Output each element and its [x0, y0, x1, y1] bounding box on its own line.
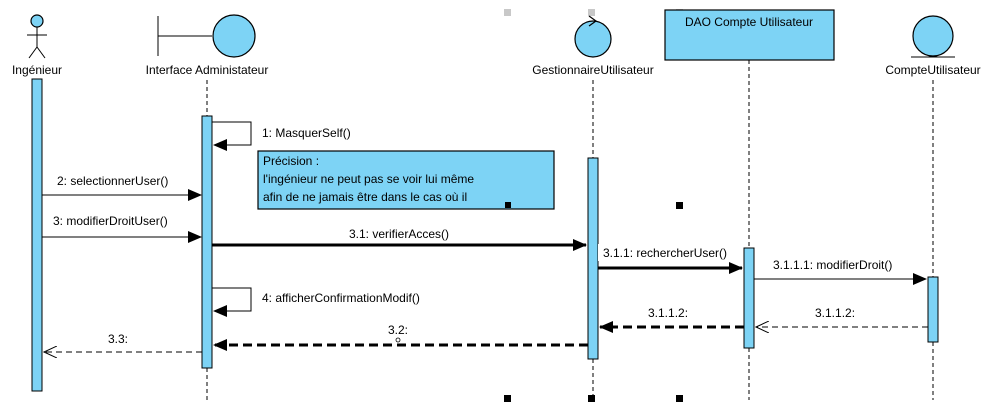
message-label: 3.1.1.1: modifierDroit() — [773, 258, 892, 272]
selection-handle[interactable] — [588, 395, 595, 402]
activation-bar — [201, 115, 213, 369]
message-label: 3.1.1: rechercherUser() — [603, 246, 727, 260]
lifeline-compte[interactable]: CompteUtilisateur — [885, 15, 981, 400]
activation-bar — [587, 157, 599, 360]
selection-handle[interactable] — [676, 395, 683, 402]
activation-bar — [927, 276, 939, 343]
lifeline-interface[interactable]: Interface Administateur — [146, 14, 269, 400]
selection-handle[interactable] — [504, 395, 511, 402]
return-message-3-2[interactable]: 3.2: — [213, 323, 588, 351]
message-selectionner-user[interactable]: 2: selectionnerUser() — [42, 174, 202, 201]
message-label: 3.1: verifierAcces() — [349, 227, 449, 241]
message-modifier-droit[interactable]: 3.1.1.1: modifierDroit() — [754, 258, 927, 285]
message-label: 3.3: — [108, 332, 128, 346]
selection-handle[interactable] — [588, 9, 595, 16]
note-precision[interactable]: Précision : l'ingénieur ne peut pas se v… — [257, 150, 555, 210]
message-verifier-acces[interactable]: 3.1: verifierAcces() — [212, 227, 587, 251]
boundary-icon — [157, 14, 256, 58]
note-line: afin de ne jamais être dans le cas où il — [263, 190, 467, 204]
note-line: l'ingénieur ne peut pas se voir lui même — [263, 172, 474, 186]
message-label: 2: selectionnerUser() — [57, 174, 168, 188]
message-label: 3: modifierDroitUser() — [53, 214, 168, 228]
selection-handle[interactable] — [504, 9, 511, 16]
message-label: 1: MasquerSelf() — [262, 126, 351, 140]
message-label: 3.1.1.2: — [648, 306, 688, 320]
return-message-3-1-1-2-dao[interactable]: 3.1.1.2: — [599, 306, 744, 333]
control-icon — [574, 15, 612, 58]
lifeline-label: DAO Compte Utilisateur — [685, 15, 813, 29]
activation-bar — [743, 247, 755, 349]
selection-handle[interactable] — [505, 202, 511, 208]
message-label: 3.1.1.2: — [815, 306, 855, 320]
message-rechercher-user[interactable]: 3.1.1: rechercherUser() — [598, 244, 743, 274]
lifeline-label: CompteUtilisateur — [885, 63, 980, 77]
message-modifier-droit-user[interactable]: 3: modifierDroitUser() — [42, 214, 202, 243]
entity-icon — [911, 15, 955, 58]
note-box — [257, 150, 555, 210]
lifeline-label: Interface Administateur — [146, 63, 269, 77]
selection-handle[interactable] — [676, 202, 683, 209]
message-masquer-self[interactable]: 1: MasquerSelf() — [212, 121, 351, 151]
note-line: Précision : — [263, 154, 319, 168]
lifeline-label: GestionnaireUtilisateur — [532, 63, 653, 77]
lifeline-dao[interactable]: DAO Compte Utilisateur — [664, 9, 835, 400]
message-afficher-confirmation[interactable]: 4: afficherConfirmationModif() — [212, 287, 420, 317]
lifeline-label: Ingénieur — [12, 63, 62, 77]
lifeline-ingenieur[interactable]: Ingénieur — [12, 14, 62, 392]
activation-bar — [31, 78, 43, 392]
message-label: 3.2: — [388, 323, 408, 337]
message-label: 4: afficherConfirmationModif() — [262, 291, 420, 305]
actor-icon — [27, 14, 47, 59]
return-message-3-3[interactable]: 3.3: — [44, 332, 202, 352]
return-message-3-1-1-2-compte[interactable]: 3.1.1.2: — [756, 306, 928, 327]
